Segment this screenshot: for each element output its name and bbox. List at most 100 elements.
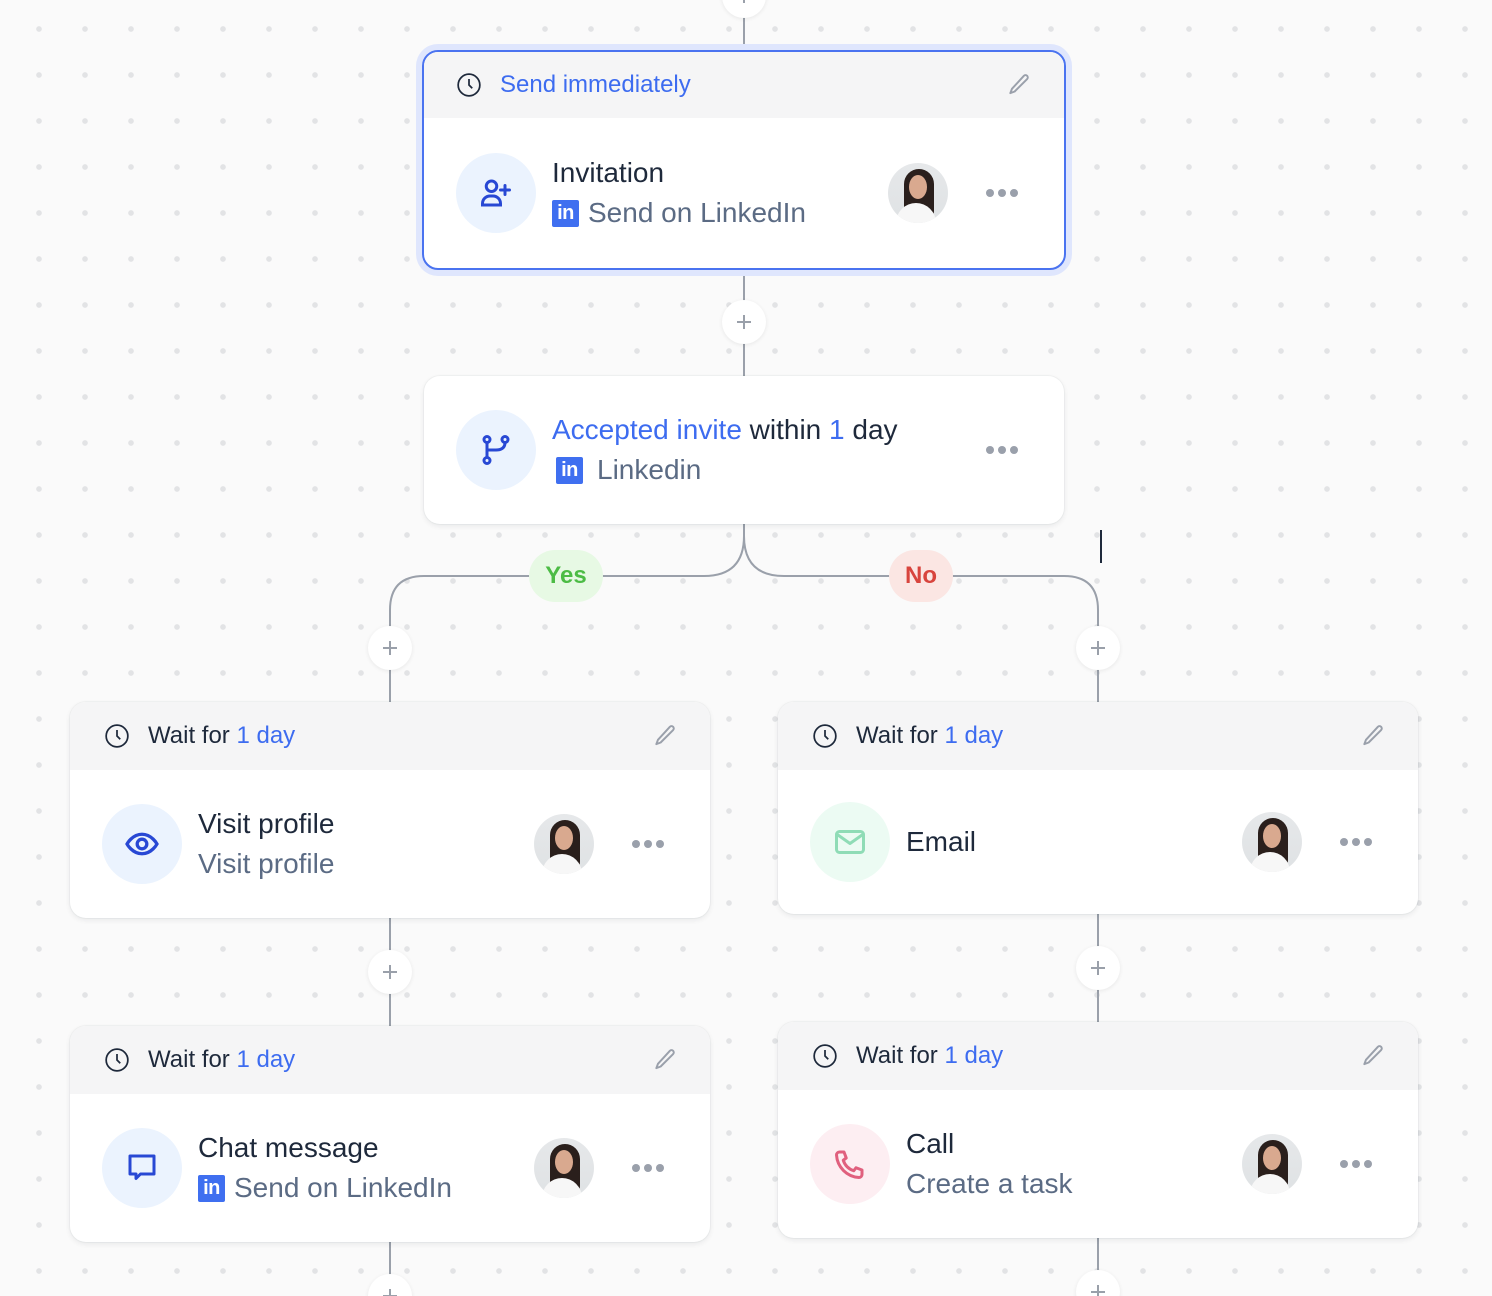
- more-options-button[interactable]: [618, 824, 678, 864]
- step-title: Email: [906, 826, 977, 857]
- delay-prefix: Wait for: [148, 722, 237, 749]
- chat-bubble-icon: [128, 1154, 156, 1180]
- linkedin-icon: in: [556, 456, 583, 484]
- step-subtitle-text: Send on LinkedIn: [234, 1172, 452, 1203]
- plus-icon: [383, 1289, 397, 1296]
- step-icon-circle: [102, 1128, 182, 1208]
- more-options-button[interactable]: [618, 1148, 678, 1188]
- no-branch-label: No: [889, 550, 953, 602]
- delay-value[interactable]: 1 day: [944, 722, 1004, 749]
- step-delay-header: Wait for 1 day: [778, 1022, 1418, 1090]
- condition-event[interactable]: Accepted invite: [552, 414, 742, 445]
- plus-icon: [743, 0, 745, 3]
- step-delay-header: Wait for 1 day: [778, 702, 1418, 770]
- add-step-button[interactable]: [722, 300, 766, 344]
- step-title: Call: [906, 1128, 955, 1159]
- delay-label: Wait for 1 day: [148, 722, 652, 750]
- add-step-yes-button[interactable]: [368, 626, 412, 670]
- step-title: Invitation: [552, 157, 665, 188]
- condition-title: Accepted invite within 1 day: [552, 410, 948, 450]
- step-icon-circle: [456, 153, 536, 233]
- step-delay-header: Wait for 1 day: [70, 1026, 710, 1094]
- step-subtitle-text: Send on LinkedIn: [588, 197, 806, 228]
- plus-icon: [1091, 641, 1105, 655]
- add-step-no-button[interactable]: [1076, 626, 1120, 670]
- edit-pencil-icon[interactable]: [1360, 723, 1386, 749]
- add-step-button[interactable]: [722, 0, 766, 18]
- condition-subtitle: in Linkedin: [552, 450, 948, 490]
- clock-icon: [457, 73, 481, 97]
- assignee-avatar[interactable]: [1242, 1134, 1302, 1194]
- assignee-avatar[interactable]: [1242, 812, 1302, 872]
- assignee-avatar[interactable]: [888, 163, 948, 223]
- git-branch-icon: [482, 435, 510, 465]
- step-card-chat-message[interactable]: Wait for 1 day Chat message in Send on L…: [70, 1026, 710, 1242]
- add-step-button[interactable]: [1076, 946, 1120, 990]
- linkedin-icon: in: [198, 1174, 225, 1202]
- step-card-invitation[interactable]: Send immediately Invitation in Send on L…: [422, 50, 1066, 270]
- text-cursor: [1100, 530, 1102, 563]
- phone-icon: [835, 1150, 864, 1179]
- user-plus-icon: [481, 179, 511, 207]
- condition-channel: Linkedin: [597, 454, 702, 485]
- condition-connector-word: within: [741, 414, 830, 445]
- condition-icon-circle: [456, 410, 536, 490]
- yes-branch-label: Yes: [529, 550, 603, 602]
- delay-prefix: Wait for: [856, 722, 945, 749]
- clock-icon: [105, 724, 129, 748]
- edit-pencil-icon[interactable]: [1360, 1043, 1386, 1069]
- more-options-button[interactable]: [972, 430, 1032, 470]
- condition-duration[interactable]: 1: [829, 414, 845, 445]
- step-icon-circle: [102, 804, 182, 884]
- delay-value[interactable]: 1 day: [236, 722, 296, 749]
- edit-pencil-icon[interactable]: [652, 1047, 678, 1073]
- step-body: Chat message in Send on LinkedIn: [70, 1094, 710, 1242]
- step-body: Call Create a task: [778, 1090, 1418, 1238]
- plus-icon: [1091, 961, 1105, 975]
- delay-value[interactable]: 1 day: [944, 1042, 1004, 1069]
- step-subtitle: in Send on LinkedIn: [198, 1168, 534, 1208]
- linkedin-icon: in: [552, 199, 579, 227]
- delay-label: Wait for 1 day: [856, 1042, 1360, 1070]
- plus-icon: [383, 965, 397, 979]
- more-options-button[interactable]: [972, 173, 1032, 213]
- more-options-button[interactable]: [1326, 1144, 1386, 1184]
- add-step-button[interactable]: [368, 1274, 412, 1296]
- clock-icon: [105, 1048, 129, 1072]
- add-step-button[interactable]: [368, 950, 412, 994]
- step-subtitle: Visit profile: [198, 848, 335, 879]
- eye-icon: [125, 832, 159, 856]
- edit-pencil-icon[interactable]: [1006, 72, 1032, 98]
- step-delay-header: Send immediately: [424, 52, 1064, 118]
- delay-prefix: Wait for: [856, 1042, 945, 1069]
- step-subtitle: in Send on LinkedIn: [552, 193, 888, 233]
- add-step-button[interactable]: [1076, 1270, 1120, 1296]
- condition-body: Accepted invite within 1 day in Linkedin: [424, 376, 1064, 524]
- more-options-button[interactable]: [1326, 822, 1386, 862]
- step-delay-header: Wait for 1 day: [70, 702, 710, 770]
- step-title: Chat message: [198, 1132, 379, 1163]
- delay-prefix: Wait for: [148, 1046, 237, 1073]
- step-card-call[interactable]: Wait for 1 day Call Create a task: [778, 1022, 1418, 1238]
- assignee-avatar[interactable]: [534, 1138, 594, 1198]
- condition-card[interactable]: Accepted invite within 1 day in Linkedin: [424, 376, 1064, 524]
- delay-label: Wait for 1 day: [856, 722, 1360, 750]
- plus-icon: [1091, 1285, 1105, 1296]
- delay-label: Send immediately: [500, 71, 691, 98]
- step-icon-circle: [810, 802, 890, 882]
- condition-unit: day: [844, 414, 898, 445]
- step-body: Invitation in Send on LinkedIn: [424, 118, 1064, 268]
- step-card-visit-profile[interactable]: Wait for 1 day Visit profile Visit profi…: [70, 702, 710, 918]
- plus-icon: [737, 315, 751, 329]
- delay-value[interactable]: 1 day: [236, 1046, 296, 1073]
- step-title: Visit profile: [198, 808, 335, 839]
- mail-icon: [835, 830, 865, 854]
- step-subtitle: Create a task: [906, 1168, 1073, 1199]
- step-card-email[interactable]: Wait for 1 day Email: [778, 702, 1418, 914]
- edit-pencil-icon[interactable]: [652, 723, 678, 749]
- clock-icon: [813, 724, 837, 748]
- delay-label: Wait for 1 day: [148, 1046, 652, 1074]
- step-body: Visit profile Visit profile: [70, 770, 710, 918]
- assignee-avatar[interactable]: [534, 814, 594, 874]
- plus-icon: [383, 641, 397, 655]
